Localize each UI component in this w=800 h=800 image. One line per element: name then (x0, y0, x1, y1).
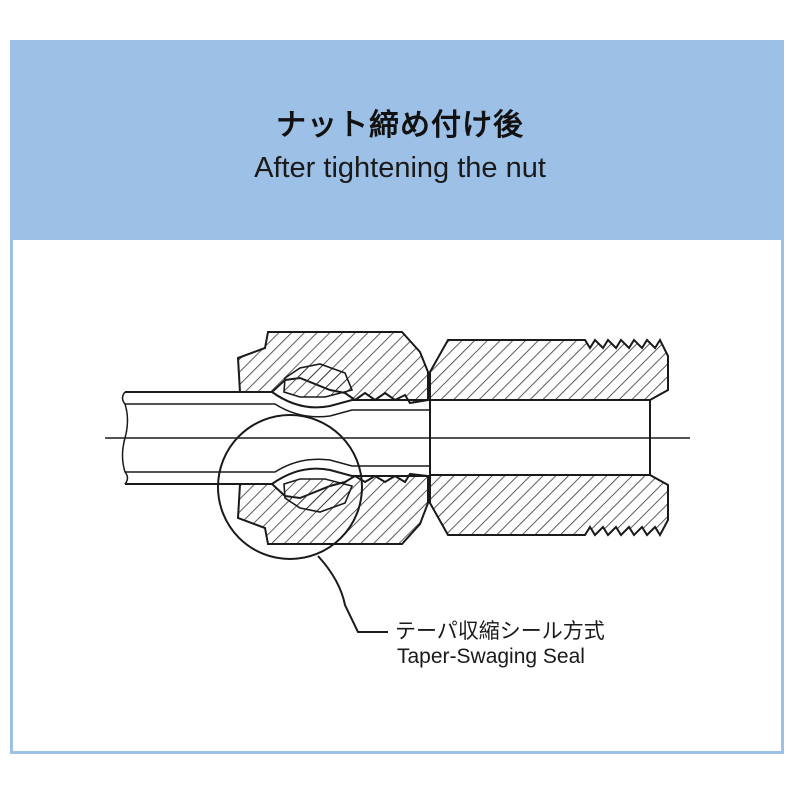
callout-label-japanese: テーパ収縮シール方式 (395, 619, 605, 643)
body-upper-section (429, 337, 669, 401)
ferrule-lower (283, 478, 354, 513)
tube-outer-top (125, 391, 430, 409)
tube-inner-bottom (125, 458, 430, 473)
title-english: After tightening the nut (254, 152, 546, 184)
callout-leader-line (317, 555, 388, 633)
ferrule-upper (283, 363, 354, 398)
detail-circle (217, 414, 363, 560)
callout-label-english: Taper-Swaging Seal (397, 645, 585, 668)
tube-inner-top (125, 403, 430, 418)
header-band (13, 43, 781, 240)
tube-outer-bottom (125, 467, 430, 485)
title-japanese: ナット締め付け後 (276, 108, 524, 143)
body-lower-section (429, 474, 669, 537)
